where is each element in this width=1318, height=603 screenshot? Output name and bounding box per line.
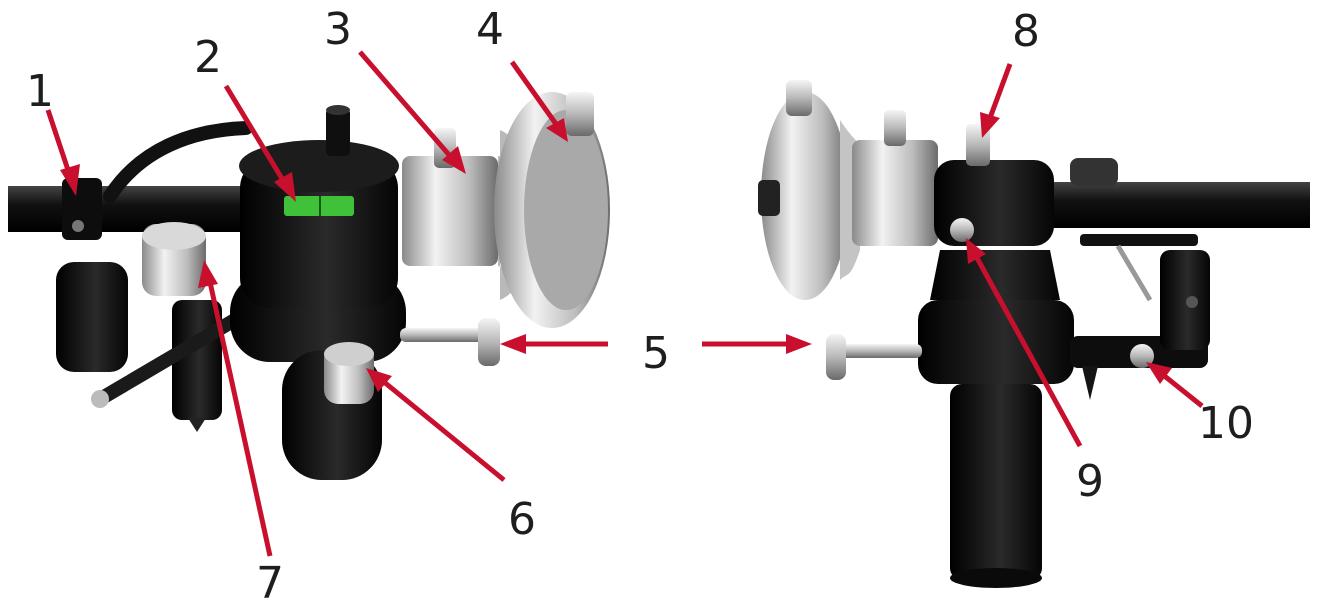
base-collar-right bbox=[918, 300, 1074, 384]
arrow-5-left bbox=[500, 334, 608, 354]
lift-cone-left bbox=[188, 418, 206, 432]
base-column-bottom-right bbox=[950, 568, 1042, 588]
arm-clamp-left bbox=[62, 178, 102, 240]
label-7: 7 bbox=[256, 558, 284, 603]
label-5: 5 bbox=[642, 328, 670, 379]
steel-sleeve-right bbox=[852, 140, 938, 246]
arrow-4 bbox=[509, 60, 568, 142]
disc-stub-right bbox=[758, 180, 780, 216]
label-2: 2 bbox=[194, 32, 222, 83]
label-10: 10 bbox=[1198, 398, 1254, 449]
lift-rod-right bbox=[1115, 244, 1153, 302]
lift-cone-right bbox=[1082, 366, 1098, 400]
clamp-screw-left bbox=[72, 220, 84, 232]
steel-sleeve-3 bbox=[402, 156, 498, 266]
arrow-8 bbox=[980, 63, 1013, 138]
screw-10 bbox=[1130, 344, 1154, 368]
label-1: 1 bbox=[26, 66, 54, 117]
label-3: 3 bbox=[324, 4, 352, 55]
side-pin-left-head bbox=[478, 318, 500, 366]
arrow-9 bbox=[966, 238, 1083, 448]
tonearm-right-view bbox=[758, 80, 1310, 588]
arrow-2 bbox=[223, 84, 296, 202]
lift-lever-tip-left bbox=[91, 390, 109, 408]
disc-screw-4 bbox=[566, 92, 594, 136]
cable-left bbox=[103, 121, 253, 203]
steel-knob-6-top bbox=[324, 342, 374, 366]
base-neck-right bbox=[930, 250, 1060, 300]
arrow-6 bbox=[366, 368, 506, 482]
arrow-5-right bbox=[702, 334, 812, 354]
label-8: 8 bbox=[1012, 6, 1040, 57]
arrow-7 bbox=[198, 260, 273, 557]
base-column-right bbox=[950, 384, 1042, 580]
lift-top-right bbox=[1070, 158, 1118, 186]
callout-arrows bbox=[45, 50, 1204, 557]
side-screw-9 bbox=[950, 218, 974, 242]
lift-post-hole-right bbox=[1186, 296, 1198, 308]
label-9: 9 bbox=[1076, 456, 1104, 507]
top-screw-cap-left bbox=[326, 105, 350, 115]
steel-knob-7-top bbox=[142, 222, 206, 250]
side-pin-right-head bbox=[826, 334, 846, 380]
steel-disc-right bbox=[761, 92, 849, 300]
arrow-10 bbox=[1146, 362, 1204, 408]
lift-bar-right bbox=[1080, 234, 1198, 246]
pivot-housing-left bbox=[240, 158, 398, 308]
arm-tube-right bbox=[1040, 182, 1310, 228]
arrow-3 bbox=[358, 50, 466, 174]
arrow-1 bbox=[45, 109, 80, 196]
label-6: 6 bbox=[508, 494, 536, 545]
steel-disc-4-face bbox=[524, 110, 608, 310]
tonearm-left-view bbox=[8, 92, 610, 480]
side-pin-right bbox=[836, 344, 922, 358]
side-pin-left bbox=[400, 328, 490, 342]
sleeve-screw-right bbox=[884, 110, 906, 146]
lift-post-right bbox=[1160, 250, 1210, 350]
label-4: 4 bbox=[476, 4, 504, 55]
lift-lever-left bbox=[95, 311, 245, 405]
top-screw-left bbox=[326, 108, 350, 156]
disc-screw-right bbox=[786, 80, 812, 116]
lift-pillar-left bbox=[56, 262, 128, 372]
callout-labels: 1 2 3 4 5 6 7 8 9 10 bbox=[26, 4, 1254, 603]
pivot-housing-top-left bbox=[239, 140, 399, 192]
